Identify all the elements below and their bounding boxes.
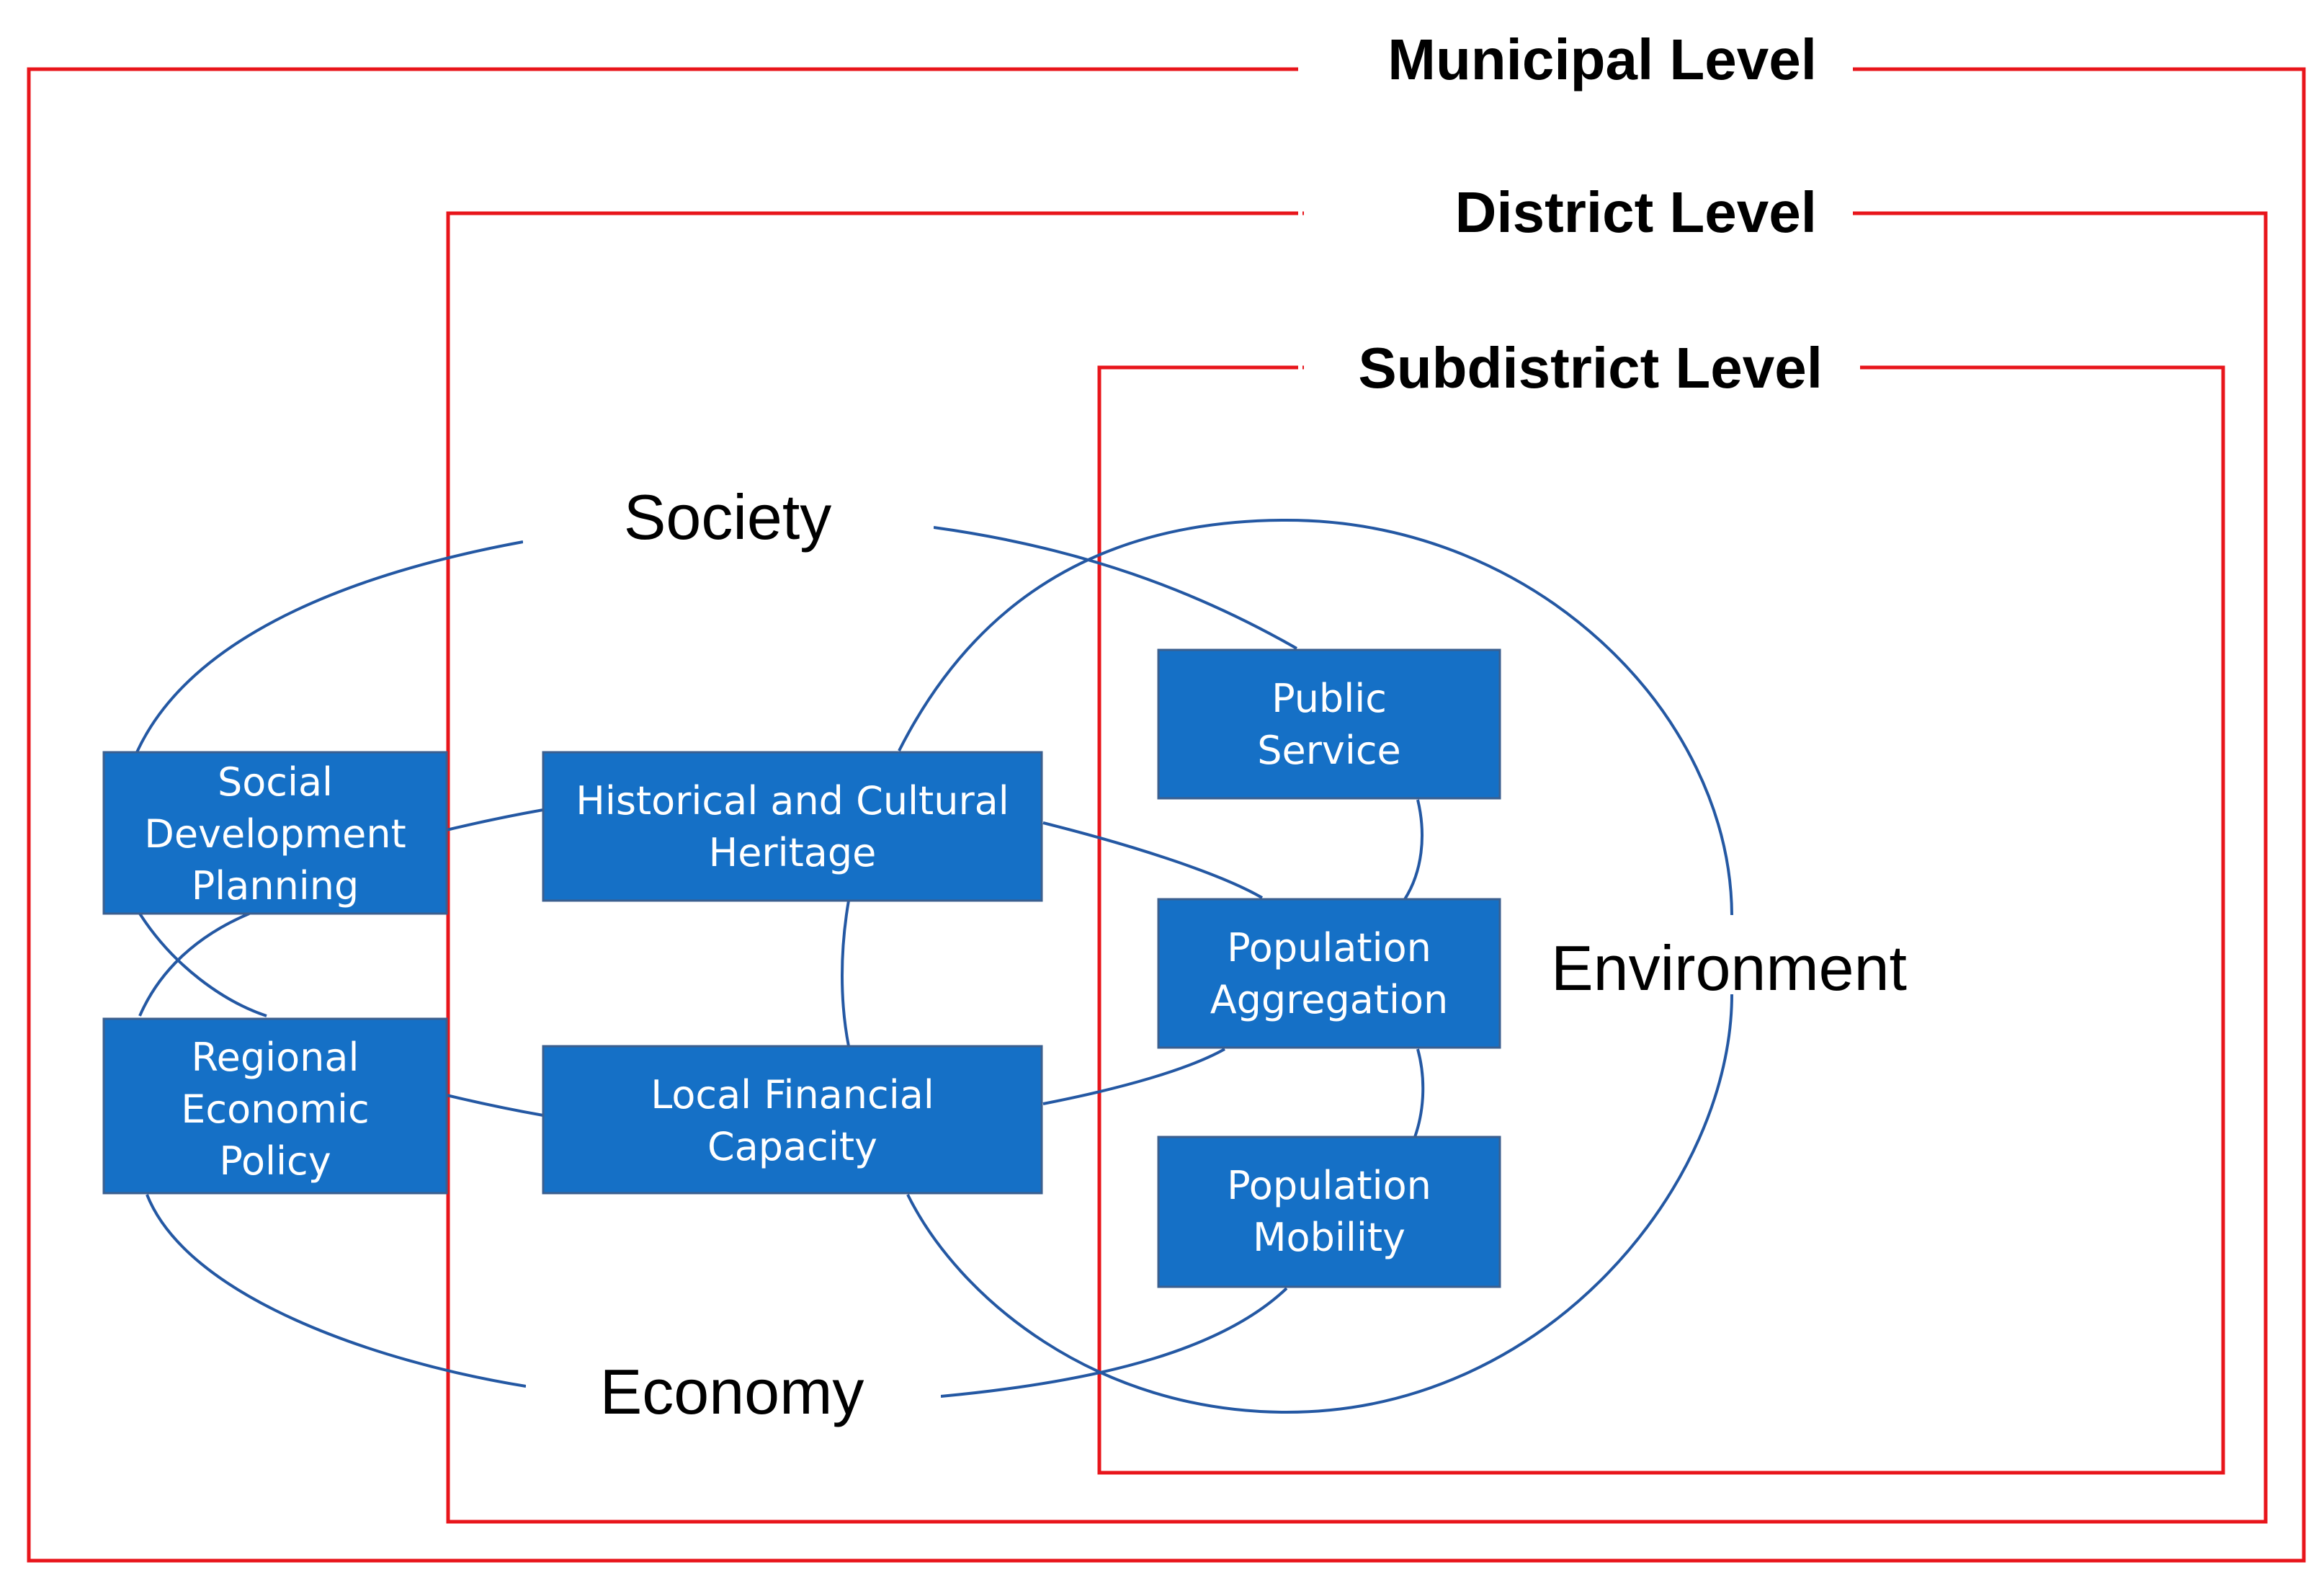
node-label-line: Population — [1227, 925, 1431, 971]
ps-pa-link — [1403, 799, 1424, 901]
society-label: Society — [624, 481, 832, 553]
node-label-line: Policy — [219, 1138, 331, 1184]
node-public-service: Public Service — [1157, 648, 1501, 800]
sdp-rep-cross-a — [138, 912, 267, 1017]
node-regional-economic-policy: Regional Economic Policy — [102, 1017, 448, 1195]
node-label-line: Heritage — [709, 830, 877, 875]
node-label-line: Social — [218, 759, 333, 805]
node-label-line: Population — [1227, 1163, 1431, 1208]
node-label-line: Aggregation — [1210, 977, 1449, 1022]
environment-label: Environment — [1551, 932, 1907, 1004]
pa-pm-link — [1413, 1048, 1425, 1138]
connection-curves — [135, 518, 1733, 1414]
node-label-line: Public — [1272, 676, 1387, 721]
district-level-frame — [446, 211, 2268, 1524]
node-local-financial-capacity: Local Financial Capacity — [542, 1045, 1043, 1195]
node-label-line: Capacity — [707, 1124, 877, 1169]
node-historical-cultural-heritage: Historical and Cultural Heritage — [542, 751, 1043, 902]
node-label-line: Local Financial — [651, 1072, 934, 1118]
rep-lfc-link — [446, 1094, 544, 1117]
node-label-line: Mobility — [1253, 1215, 1405, 1260]
node-label-line: Regional — [192, 1035, 359, 1080]
hch-pa-link — [1042, 821, 1264, 899]
environment-circle-lower — [906, 994, 1733, 1414]
node-label-line: Development — [144, 811, 406, 857]
node-label-line: Economic — [181, 1087, 369, 1132]
society-left-arc — [135, 540, 524, 753]
environment-circle — [898, 518, 1733, 916]
node-population-aggregation: Population Aggregation — [1157, 898, 1501, 1049]
economy-left-arc — [146, 1194, 527, 1388]
subdistrict-level-frame — [1097, 365, 2225, 1475]
node-population-mobility: Population Mobility — [1157, 1136, 1501, 1288]
district-level-label: District Level — [1455, 180, 1817, 244]
economy-right-arc — [940, 1287, 1288, 1398]
sdp-rep-cross-b — [138, 912, 250, 1017]
economy-label: Economy — [600, 1356, 864, 1427]
node-social-development-planning: Social Development Planning — [102, 751, 448, 915]
node-label-line: Service — [1257, 728, 1401, 773]
lfc-pa-link — [1042, 1048, 1225, 1105]
node-label-line: Historical and Cultural — [576, 778, 1009, 824]
level-frames — [27, 29, 2306, 1563]
sdp-hch-link — [446, 808, 544, 831]
node-label-line: Planning — [192, 863, 359, 909]
hch-lfc-link — [841, 900, 850, 1047]
society-right-arc — [933, 526, 1297, 650]
municipal-level-frame — [27, 67, 2306, 1563]
municipal-level-label: Municipal Level — [1387, 27, 1817, 92]
subdistrict-level-label: Subdistrict Level — [1358, 336, 1823, 400]
